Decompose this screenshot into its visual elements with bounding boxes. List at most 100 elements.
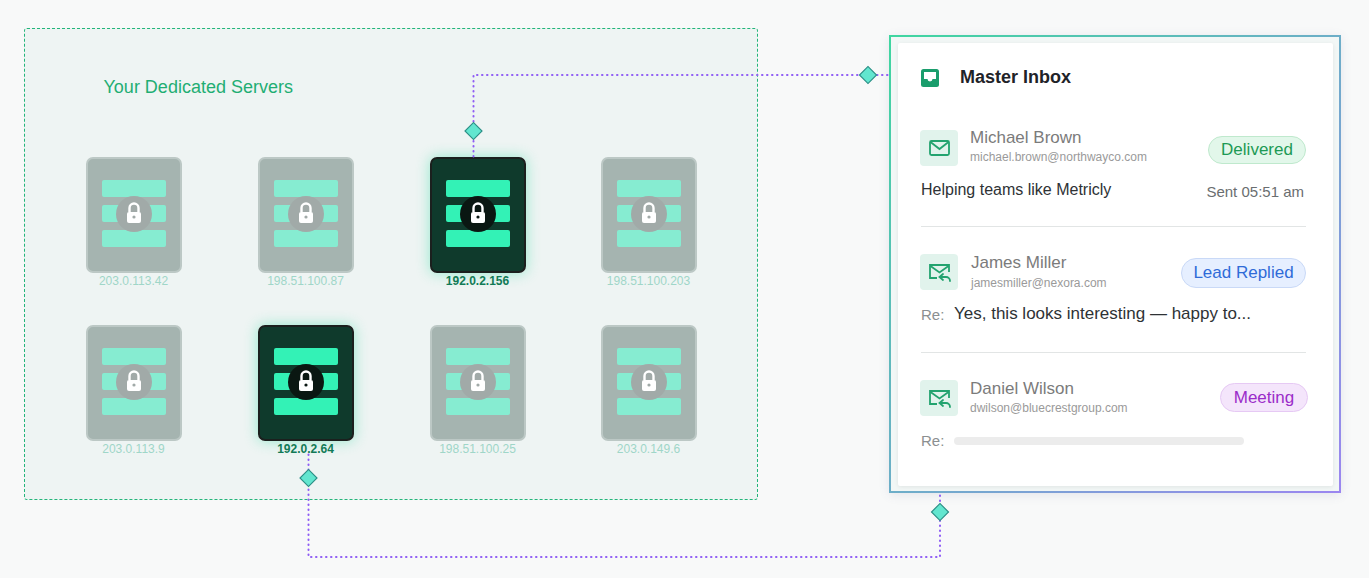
sender-email: dwilson@bluecrestgroup.com: [970, 401, 1128, 415]
connector-diamond: [860, 67, 877, 84]
row-icon: [920, 380, 958, 416]
server-body: [431, 158, 525, 272]
server-bar: [617, 348, 681, 365]
badge-text: Meeting: [1221, 384, 1307, 411]
lock-keyhole: [476, 383, 479, 386]
server-icon: [430, 325, 526, 441]
lock-shackle: [301, 371, 310, 380]
dotted-connector: [465, 67, 889, 157]
mail-icon: [920, 380, 958, 416]
sender-email: jamesmiller@nexora.com: [971, 276, 1107, 290]
tray-slot: [924, 72, 936, 81]
server-icon: [258, 325, 354, 441]
tray-icon: [921, 69, 939, 87]
lock-body: [642, 212, 656, 223]
connector-line: [309, 455, 941, 558]
lock-circle: [460, 364, 496, 400]
connector-line: [474, 75, 890, 157]
lock-circle: [288, 196, 324, 232]
sender-name: Michael Brown: [970, 128, 1082, 148]
lock-body: [642, 380, 656, 391]
ip-label: 203.0.113.9: [34, 442, 234, 456]
server-body: [259, 158, 353, 272]
inbox-icon: [921, 69, 939, 87]
reply-arrow: [940, 274, 951, 281]
row-separator: [921, 226, 1306, 227]
lock-keyhole: [132, 383, 135, 386]
lock-keyhole: [476, 215, 479, 218]
ip-label: 192.0.2.64: [206, 442, 406, 456]
server-bar: [102, 398, 166, 415]
lock-shackle: [473, 371, 482, 380]
message-row: Michael Brown michael.brown@northwayco.co…: [898, 118, 1333, 226]
server-node: 198.51.100.203: [601, 157, 697, 287]
lock-keyhole: [304, 383, 307, 386]
envelope-flap: [931, 142, 949, 149]
lock-shackle: [473, 203, 482, 212]
server-node: 203.0.149.6: [601, 325, 697, 455]
message-row: Daniel Wilson dwilson@bluecrestgroup.comR…: [898, 352, 1333, 477]
reply-arrow: [940, 400, 951, 407]
connector-diamond: [465, 123, 482, 140]
ip-label: 198.51.100.25: [378, 442, 578, 456]
server-bar: [617, 398, 681, 415]
server-box: [601, 325, 697, 441]
server-bar: [102, 180, 166, 197]
icon-tile: [920, 380, 958, 416]
ip-label: 192.0.2.156: [378, 274, 578, 288]
lock-keyhole: [132, 215, 135, 218]
server-body: [259, 326, 353, 440]
lock-shackle: [644, 203, 653, 212]
heading: Master Inbox: [960, 67, 1071, 89]
lock-shackle: [129, 203, 138, 212]
server-box: [86, 157, 182, 273]
lock-circle: [460, 196, 496, 232]
message-subject: Re:: [921, 432, 944, 450]
badge-text: Delivered: [1209, 137, 1305, 163]
lock-body: [127, 380, 141, 391]
server-body: [431, 326, 525, 440]
sender-email: michael.brown@northwayco.com: [970, 150, 1147, 164]
badge-text: Lead Replied: [1182, 259, 1305, 287]
lock-keyhole: [304, 215, 307, 218]
sender-name: James Miller: [971, 253, 1066, 273]
server-bar: [274, 398, 338, 415]
heading: Your Dedicated Servers: [104, 77, 293, 99]
server-bar: [102, 230, 166, 247]
status-badge: Meeting: [1220, 383, 1308, 412]
server-body: [87, 158, 181, 272]
lock-circle: [288, 364, 324, 400]
server-node: 192.0.2.64: [258, 325, 354, 455]
server-bar: [446, 180, 510, 197]
server-bar: [446, 230, 510, 247]
server-node: 198.51.100.87: [258, 157, 354, 287]
lock-keyhole: [647, 383, 650, 386]
row-separator: [921, 352, 1306, 353]
server-node: 198.51.100.25: [430, 325, 526, 455]
placeholder-bar: [954, 437, 1244, 445]
server-icon: [86, 157, 182, 273]
server-bar: [274, 230, 338, 247]
server-bar: [274, 348, 338, 365]
tray-body: [921, 69, 939, 87]
server-box: [601, 157, 697, 273]
server-node: 203.0.113.9: [86, 325, 182, 455]
icon-tile: [920, 254, 958, 290]
server-bar: [617, 180, 681, 197]
server-bar: [446, 348, 510, 365]
lock-shackle: [301, 203, 310, 212]
server-bar: [617, 230, 681, 247]
lock-shackle: [129, 371, 138, 380]
server-bar: [446, 398, 510, 415]
connector-diamond: [300, 470, 317, 487]
mail-icon: [920, 254, 958, 290]
sender-name: Daniel Wilson: [970, 379, 1074, 399]
message-row: James Millerjamesmiller@nexora.comRe:Yes…: [898, 226, 1333, 352]
server-body: [602, 326, 696, 440]
server-bar: [102, 348, 166, 365]
ip-label: 203.0.149.6: [549, 442, 749, 456]
mail-icon: [920, 130, 958, 166]
icon-tile: [920, 130, 958, 166]
